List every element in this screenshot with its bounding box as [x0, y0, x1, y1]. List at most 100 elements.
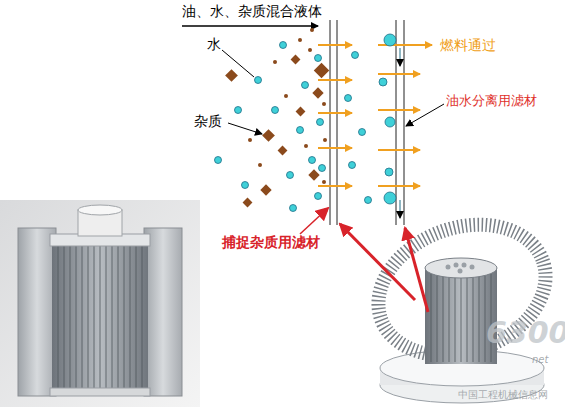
water-droplets	[215, 34, 397, 212]
top-spigot	[78, 205, 122, 215]
water-droplet	[309, 157, 316, 164]
impurity	[284, 94, 288, 98]
pleat-line	[64, 246, 65, 388]
watermark: 6300	[486, 316, 565, 351]
pleat-line	[88, 246, 89, 388]
pleat-line	[82, 246, 83, 388]
impurity	[308, 48, 312, 52]
watermark: 中国工程机械信息网	[458, 389, 548, 401]
impurity	[312, 87, 323, 98]
pleat-line	[136, 246, 137, 388]
impurities	[225, 28, 329, 212]
water-droplet	[290, 205, 297, 212]
cap-hole	[454, 263, 459, 268]
fuel-arrows	[318, 45, 432, 186]
fuel-arrow	[318, 79, 352, 81]
watermark: net	[532, 354, 548, 366]
pleat-line	[479, 270, 480, 362]
fuel-arrow	[318, 147, 352, 149]
water-droplet	[242, 182, 249, 189]
pleat-line	[112, 246, 113, 388]
end-cap	[50, 388, 150, 396]
leader-arrow	[406, 104, 444, 126]
water-droplet	[287, 172, 294, 179]
cap-hole	[458, 269, 463, 274]
water-droplet	[345, 95, 352, 102]
impurity	[296, 107, 306, 117]
drip-arrow	[400, 200, 401, 218]
impurity	[323, 138, 327, 142]
impurity	[243, 198, 253, 208]
pleat-line	[485, 270, 486, 362]
pleat-line	[455, 270, 456, 362]
pleat-line	[124, 246, 125, 388]
pleat-line	[58, 246, 59, 388]
impurity	[322, 180, 326, 184]
water-droplet	[359, 129, 366, 136]
pleat-line	[100, 246, 101, 388]
flow-label: 燃料通过	[440, 37, 496, 53]
water-droplet	[315, 55, 322, 62]
pointer-arrow	[340, 224, 415, 300]
pleat-line	[142, 246, 143, 388]
pleat-line	[437, 270, 438, 362]
part-label: 油水分离用滤材	[446, 94, 537, 109]
pleat-lines	[431, 270, 491, 362]
water-droplet	[235, 107, 242, 114]
water-droplet	[272, 107, 279, 114]
pleat-line	[461, 270, 462, 362]
pointer-arrow	[405, 228, 428, 312]
water-droplet	[319, 165, 326, 172]
pleat-line	[431, 270, 432, 362]
fuel-arrow	[318, 185, 352, 187]
cap-holes	[446, 263, 475, 274]
pleat-line	[473, 270, 474, 362]
pleat-line	[76, 246, 77, 388]
water-droplet	[255, 77, 262, 84]
fuel-arrow	[378, 149, 420, 151]
media-line	[396, 20, 397, 225]
media-line	[330, 20, 331, 225]
housing-shell	[144, 228, 182, 396]
pleat-line	[130, 246, 131, 388]
impurity	[262, 129, 275, 142]
water-droplet	[352, 52, 359, 59]
outer-pleats	[360, 202, 564, 377]
photo-background	[0, 200, 200, 407]
impurity	[304, 144, 308, 148]
fuel-arrow	[378, 73, 420, 75]
impurity	[248, 138, 252, 142]
cap-hole	[470, 265, 475, 270]
part-label: 水	[207, 36, 221, 52]
impurity	[260, 184, 271, 195]
leader-line	[222, 50, 254, 77]
water-droplet	[215, 157, 222, 164]
flow-arrow	[182, 25, 318, 27]
fuel-arrow	[378, 185, 420, 187]
fuel-arrow	[378, 109, 420, 111]
water-droplet	[385, 117, 395, 127]
water-droplet	[349, 162, 356, 169]
cap-hole	[462, 263, 467, 268]
drip-arrows	[400, 48, 401, 218]
impurity	[308, 169, 319, 180]
pleated-element	[52, 244, 148, 390]
pleat-line	[443, 270, 444, 362]
impurity	[258, 163, 262, 167]
impurity	[314, 63, 330, 79]
pleat-lines	[58, 246, 142, 388]
media-line	[404, 20, 405, 225]
pleat-line	[118, 246, 119, 388]
impurity	[310, 28, 314, 32]
water-droplet	[280, 42, 287, 49]
water-droplet	[379, 78, 387, 86]
pleat-line	[449, 270, 450, 362]
water-droplet	[302, 82, 309, 89]
fuel-arrow	[318, 44, 352, 46]
flow-label: 油、水、杂质混合液体	[182, 3, 322, 19]
impurity	[291, 55, 301, 65]
part-label: 杂质	[194, 113, 222, 129]
part-label: 捕捉杂质用滤材	[222, 234, 320, 250]
